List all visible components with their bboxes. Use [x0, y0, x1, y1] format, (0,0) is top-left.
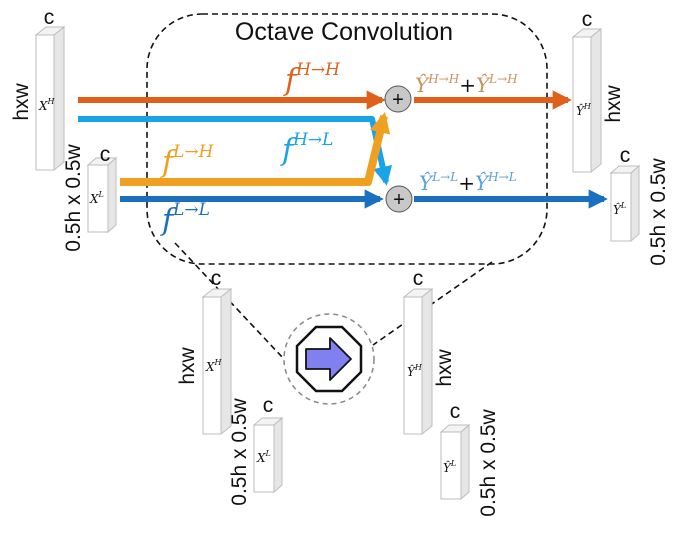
bottom-input-low-sup: L	[265, 449, 271, 458]
label-f-high-to-low: fH→L	[280, 130, 333, 168]
bottom-output-high-tensor: ŶH	[402, 287, 434, 436]
input-low-size-label: 0.5h x 0.5w	[62, 143, 85, 251]
arrow-high-to-low	[78, 116, 393, 186]
output-low-size-label: 0.5h x 0.5w	[647, 157, 670, 265]
bottom-input-high-sup: H	[214, 358, 223, 367]
label-f-low-to-low: fL→L	[160, 200, 210, 238]
arrow-low-to-high	[120, 111, 391, 186]
input-high-channel-label: c	[44, 6, 55, 29]
bottom-input-low-tensor: XL	[252, 416, 284, 494]
bottom-output-low-tensor: ŶL	[439, 423, 471, 501]
svg-text:XH: XH	[205, 358, 223, 374]
svg-text:XL: XL	[256, 449, 271, 465]
label-f-low-to-high: fL→H	[160, 142, 215, 180]
bottom-input-high-channel-label: c	[211, 267, 222, 290]
bottom-output-high-label: Ŷ	[407, 364, 416, 379]
svg-text:ŶL: ŶL	[613, 201, 626, 217]
input-low-sup: L	[98, 190, 104, 199]
output-low-channel-label: c	[620, 144, 631, 167]
bottom-input-high-label: X	[205, 360, 215, 374]
svg-text:XL: XL	[89, 190, 104, 206]
output-low-sup: L	[620, 201, 626, 210]
bottom-input-high-tensor: XH	[201, 287, 233, 436]
svg-text:ŶH: ŶH	[576, 102, 592, 118]
label-f-high-to-high: fH→H	[283, 60, 341, 98]
bottom-output-high-size-label: hxw	[433, 349, 456, 387]
svg-text:ŶL: ŶL	[443, 459, 456, 475]
input-low-tensor: XL	[86, 156, 118, 234]
svg-text:ŶH: ŶH	[407, 363, 423, 379]
octave-conv-icon	[283, 313, 375, 405]
add-node-low-symbol: +	[393, 189, 405, 211]
bottom-output-high-channel-label: c	[413, 267, 424, 290]
output-low-label: Ŷ	[613, 202, 622, 217]
output-high-label: Ŷ	[576, 103, 585, 118]
bottom-input-low-channel-label: c	[263, 394, 274, 417]
input-low-label: X	[89, 192, 99, 206]
bottom-output-low-sup: L	[450, 459, 456, 468]
label-sum-high: ŶH→H+ŶL→H	[415, 72, 518, 97]
svg-text:XH: XH	[38, 97, 56, 113]
octave-frame	[146, 13, 548, 265]
bottom-input-low-label: X	[256, 451, 266, 465]
output-high-sup: H	[583, 102, 592, 111]
bottom-input-high-size-label: hxw	[176, 347, 199, 385]
input-low-channel-label: c	[100, 143, 111, 166]
bottom-output-high-sup: H	[414, 363, 423, 372]
output-high-size-label: hxw	[602, 85, 625, 123]
output-high-channel-label: c	[582, 8, 593, 31]
input-high-tensor: XH	[34, 25, 66, 172]
input-high-sup: H	[47, 97, 56, 106]
input-high-label: X	[38, 99, 48, 113]
bottom-output-low-size-label: 0.5h x 0.5w	[477, 408, 500, 516]
bottom-output-low-channel-label: c	[450, 400, 461, 423]
label-sum-low: ŶL→L+ŶH→L	[419, 170, 517, 195]
arrow-right-icon	[305, 337, 352, 381]
input-high-size-label: hxw	[10, 83, 33, 121]
add-node-high: +	[384, 85, 412, 113]
output-high-tensor: ŶH	[571, 27, 603, 174]
zoom-line-left	[174, 242, 284, 359]
bottom-input-low-size-label: 0.5h x 0.5w	[228, 397, 251, 505]
output-low-tensor: ŶL	[609, 164, 641, 243]
octave-title: Octave Convolution	[235, 18, 453, 46]
add-node-high-symbol: +	[392, 89, 404, 111]
add-node-low: +	[385, 185, 413, 213]
bottom-output-low-label: Ŷ	[443, 460, 452, 475]
